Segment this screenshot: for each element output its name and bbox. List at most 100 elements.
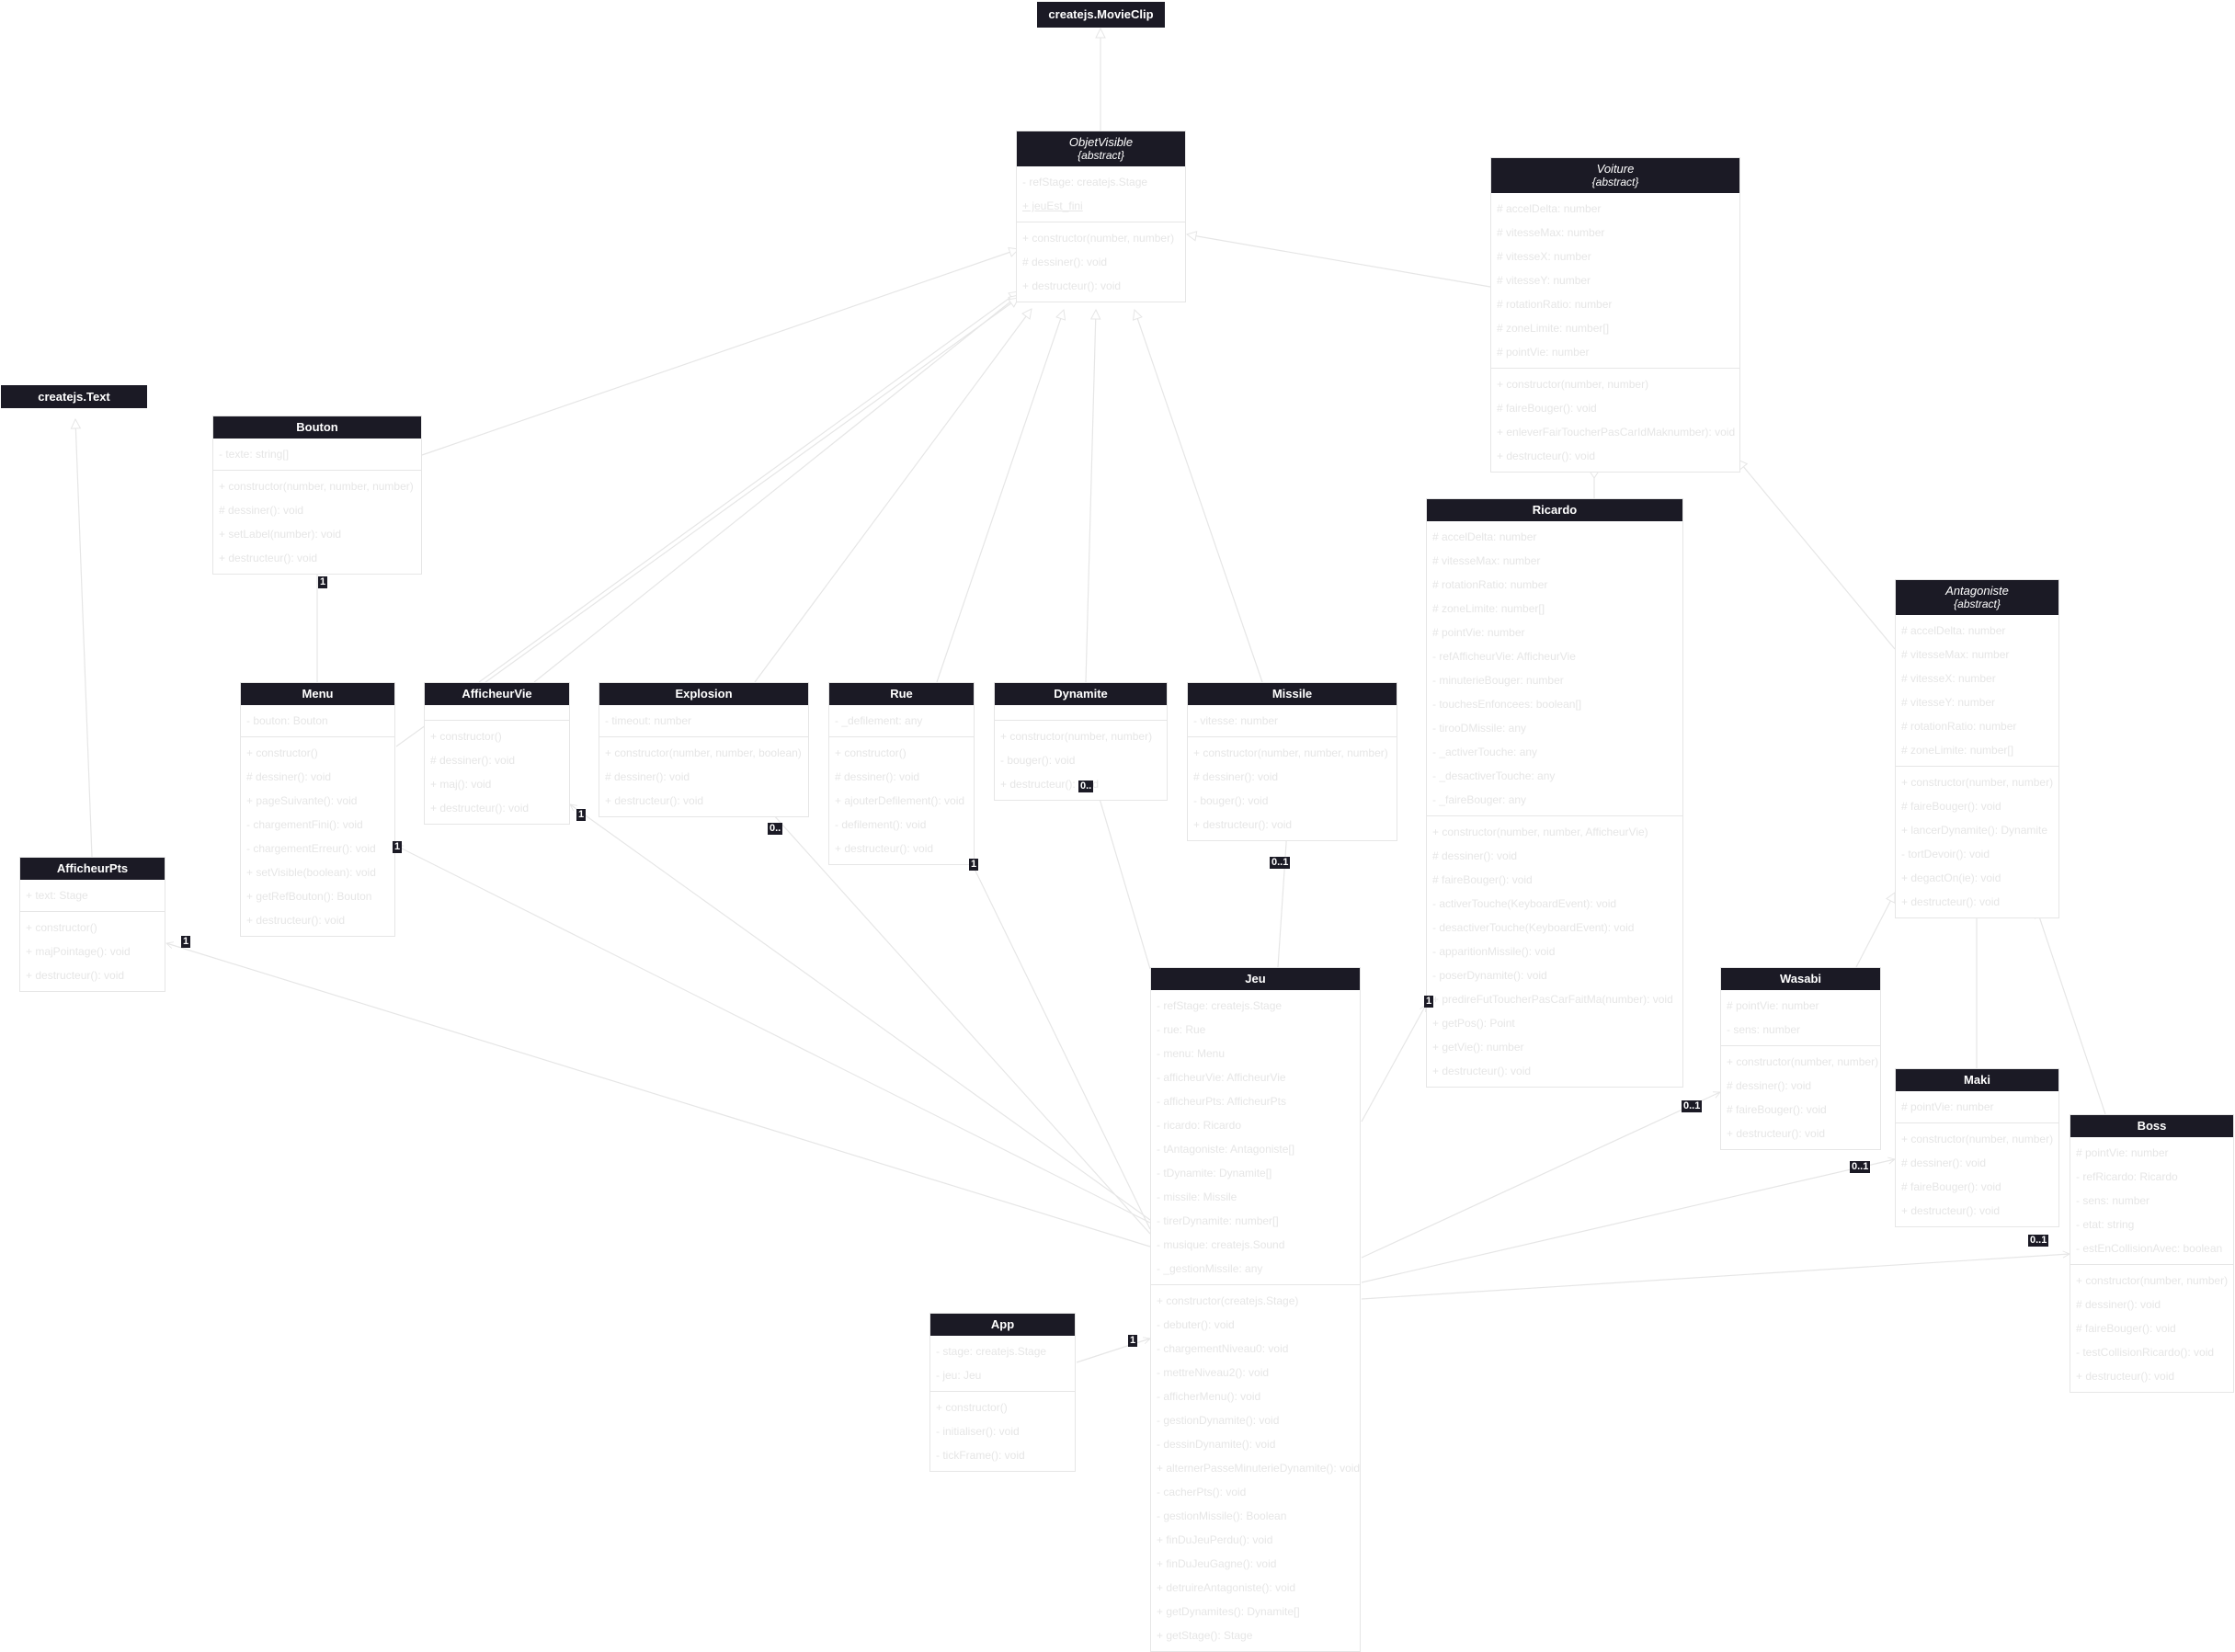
class-header[interactable]: Menu — [241, 683, 394, 705]
attribute-row[interactable]: # vitesseX: number — [1497, 250, 1591, 263]
assoc-jeu-ricardo[interactable] — [1361, 1005, 1427, 1122]
method-row[interactable]: # dessiner(): void — [605, 770, 690, 783]
attribute-row[interactable]: - jeu: Jeu — [936, 1369, 982, 1382]
method-row[interactable]: # dessiner(): void — [1022, 256, 1108, 268]
method-row[interactable]: + destructeur(): void — [1901, 1204, 2001, 1217]
attribute-row[interactable]: # vitesseMax: number — [1901, 648, 2010, 661]
method-row[interactable]: + constructor(number, number, number) — [1193, 746, 1388, 759]
method-row[interactable]: + destructeur(): void — [1497, 450, 1596, 462]
class-objetvisible[interactable]: ObjetVisible{abstract} - refStage: create… — [1016, 131, 1186, 302]
inherit-menu-objetvisible[interactable] — [395, 298, 1019, 747]
method-row[interactable]: + constructor(number, number) — [1727, 1055, 1879, 1068]
method-row[interactable]: # dessiner(): void — [835, 770, 920, 783]
attribute-row[interactable]: - estEnCollisionAvec: boolean — [2076, 1242, 2223, 1255]
method-row[interactable]: # dessiner(): void — [1901, 1156, 1987, 1169]
method-row[interactable]: - gestionDynamite(): void — [1157, 1414, 1280, 1427]
method-row[interactable]: + destructeur(): void — [246, 914, 346, 927]
attribute-row[interactable]: # rotationRatio: number — [1432, 578, 1548, 591]
inherit-afficheurvie-objetvisible[interactable] — [478, 291, 1019, 683]
attribute-row[interactable]: - ricardo: Ricardo — [1157, 1119, 1242, 1132]
method-row[interactable]: - bouger(): void — [1000, 754, 1076, 767]
method-row[interactable]: # dessiner(): void — [1193, 770, 1279, 783]
method-row[interactable]: - dessinDynamite(): void — [1157, 1438, 1276, 1451]
inherit-boss-antagoniste[interactable] — [2036, 908, 2106, 1115]
attribute-row[interactable]: - timeout: number — [605, 714, 692, 727]
assoc-jeu-menu[interactable] — [396, 845, 1151, 1224]
class-afficheurvie[interactable]: AfficheurVie+ constructor()# dessiner():… — [424, 682, 570, 825]
attribute-row[interactable]: + jeuEst_fini — [1022, 199, 1083, 212]
method-row[interactable]: + setVisible(boolean): void — [246, 866, 376, 879]
method-row[interactable]: # dessiner(): void — [1432, 849, 1518, 862]
class-missile[interactable]: Missile - vitesse: number + constructor(nu… — [1187, 682, 1397, 841]
method-row[interactable]: + constructor(number, number) — [1022, 232, 1175, 245]
method-row[interactable]: + destructeur(): void — [2076, 1370, 2175, 1383]
class-header[interactable]: Jeu — [1151, 968, 1360, 990]
class-header[interactable]: Boss — [2070, 1115, 2233, 1137]
assoc-jeu-afficheurvie[interactable] — [570, 804, 1151, 1221]
attribute-row[interactable]: # pointVie: number — [1727, 999, 1819, 1012]
method-row[interactable]: - apparitionMissile(): void — [1432, 945, 1556, 958]
class-header[interactable]: Missile — [1188, 683, 1397, 705]
method-row[interactable]: - tickFrame(): void — [936, 1449, 1025, 1462]
method-row[interactable]: + constructor(number, number) — [1901, 776, 2054, 789]
method-row[interactable]: # dessiner(): void — [2076, 1298, 2161, 1311]
attribute-row[interactable]: - afficheurPts: AfficheurPts — [1157, 1095, 1286, 1108]
method-row[interactable]: - defilement(): void — [835, 818, 927, 831]
method-row[interactable]: + predireFutToucherPasCarFaitMa(number):… — [1432, 993, 1673, 1006]
class-header[interactable]: createjs.MovieClip — [1037, 2, 1165, 28]
attribute-row[interactable]: - afficheurVie: AfficheurVie — [1157, 1071, 1286, 1084]
class-header[interactable]: ObjetVisible{abstract} — [1017, 131, 1185, 166]
assoc-jeu-maki[interactable] — [1361, 1159, 1895, 1283]
attribute-row[interactable]: - sens: number — [2076, 1194, 2150, 1207]
attribute-row[interactable]: - musique: createjs.Sound — [1157, 1238, 1285, 1251]
class-explosion[interactable]: Explosion- timeout: number+ constructor(… — [599, 682, 809, 817]
attribute-row[interactable]: - rue: Rue — [1157, 1023, 1206, 1036]
method-row[interactable]: + constructor() — [936, 1401, 1008, 1414]
class-header[interactable]: createjs.Text — [1, 385, 147, 408]
method-row[interactable]: + constructor() — [430, 730, 502, 743]
method-row[interactable]: + constructor(createjs.Stage) — [1157, 1294, 1299, 1307]
method-row[interactable]: # faireBouger(): void — [2076, 1322, 2176, 1335]
attribute-row[interactable]: - refRicardo: Ricardo — [2076, 1170, 2178, 1183]
method-row[interactable]: # faireBouger(): void — [1727, 1103, 1827, 1116]
class-header[interactable]: AfficheurPts — [20, 858, 165, 880]
method-row[interactable]: + constructor(number, number, number) — [219, 480, 414, 493]
attribute-row[interactable]: - vitesse: number — [1193, 714, 1279, 727]
attribute-row[interactable]: # vitesseX: number — [1901, 672, 1996, 685]
method-row[interactable]: - chargementNiveau0: void — [1157, 1342, 1289, 1355]
attribute-row[interactable]: # pointVie: number — [2076, 1146, 2169, 1159]
attribute-row[interactable]: # rotationRatio: number — [1497, 298, 1613, 311]
method-row[interactable]: # faireBouger(): void — [1901, 800, 2001, 813]
attribute-row[interactable]: - _faireBouger: any — [1432, 793, 1527, 806]
attribute-row[interactable]: - touchesEnfoncees: boolean[] — [1432, 698, 1582, 711]
attribute-row[interactable]: - _desactiverTouche: any — [1432, 769, 1556, 782]
method-row[interactable]: # faireBouger(): void — [1901, 1180, 2001, 1193]
class-header[interactable]: Voiture{abstract} — [1491, 158, 1739, 193]
method-row[interactable]: # dessiner(): void — [430, 754, 516, 767]
class-antagoniste[interactable]: Antagoniste{abstract}# accelDelta: numbe… — [1895, 579, 2059, 918]
attribute-row[interactable]: # pointVie: number — [1901, 1100, 1994, 1113]
method-row[interactable]: + constructor(number, number) — [1901, 1133, 2054, 1145]
class-text[interactable]: createjs.Text — [1, 385, 147, 408]
method-row[interactable]: - bouger(): void — [1193, 794, 1269, 807]
method-row[interactable]: + finDuJeuPerdu(): void — [1157, 1533, 1273, 1546]
inherit-ricardo-objetvisible[interactable] — [1135, 310, 1263, 683]
attribute-row[interactable]: # vitesseY: number — [1901, 696, 1996, 709]
attribute-row[interactable]: - sens: number — [1727, 1023, 1801, 1036]
method-row[interactable]: + constructor(number, number) — [2076, 1274, 2229, 1287]
assoc-jeu-explosion[interactable] — [765, 805, 1151, 1235]
method-row[interactable]: + constructor(number, number) — [1497, 378, 1649, 391]
class-header[interactable]: Antagoniste{abstract} — [1896, 580, 2058, 615]
inherit-dynamite-objetvisible[interactable] — [936, 310, 1064, 683]
method-row[interactable]: + destructeur(): void — [430, 802, 530, 815]
class-bouton[interactable]: Bouton- texte: string[]+ constructor(num… — [212, 416, 422, 575]
method-row[interactable]: + lancerDynamite(): Dynamite — [1901, 824, 2048, 837]
class-boss[interactable]: Boss # pointVie: number - refRicardo: Rica… — [2070, 1114, 2234, 1393]
method-row[interactable]: - afficherMenu(): void — [1157, 1390, 1261, 1403]
method-row[interactable]: - chargementErreur(): void — [246, 842, 376, 855]
attribute-row[interactable]: # zoneLimite: number[] — [1497, 322, 1610, 335]
method-row[interactable]: + getStage(): Stage — [1157, 1629, 1253, 1642]
attribute-row[interactable]: - refStage: createjs.Stage — [1022, 176, 1148, 188]
assoc-jeu-afficheurpts[interactable] — [166, 943, 1151, 1248]
method-row[interactable]: # faireBouger(): void — [1432, 873, 1533, 886]
